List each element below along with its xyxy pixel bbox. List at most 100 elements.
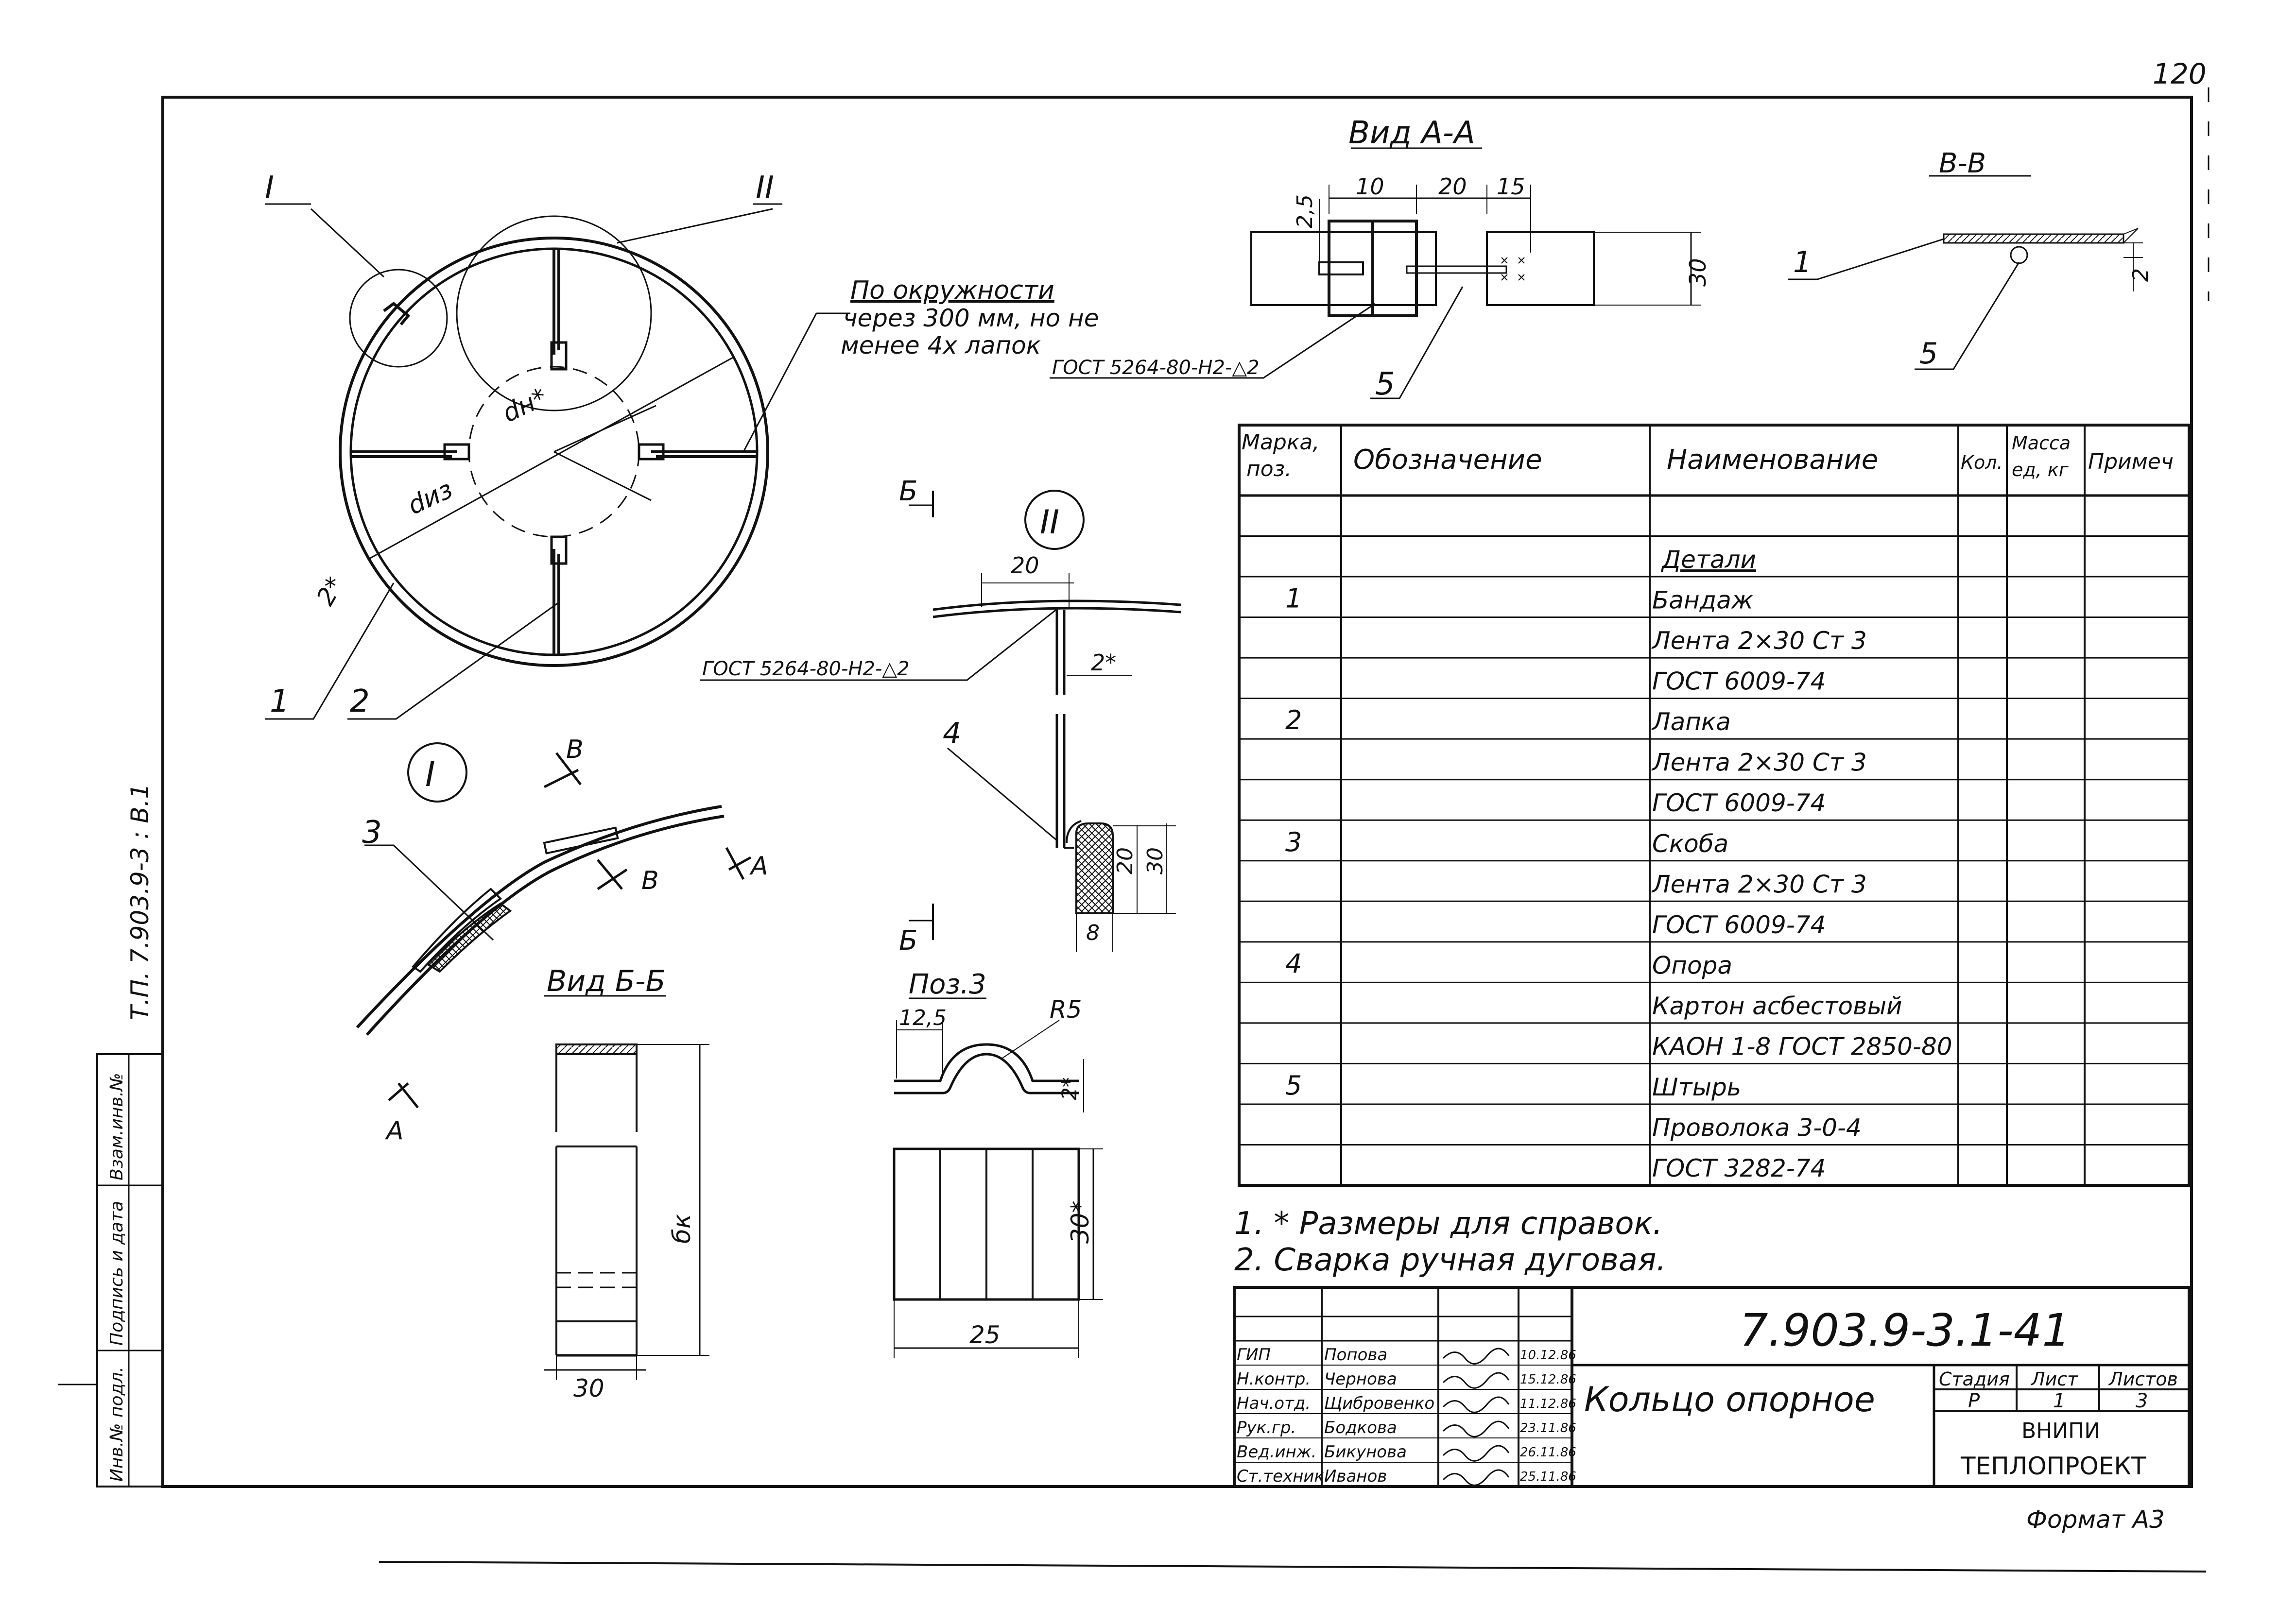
stage-label: Стадия: [1939, 1368, 2010, 1390]
weld-note-b: ГОСТ 5264-80-Н2-△2: [702, 658, 910, 680]
signer-role: Нач.отд.: [1237, 1394, 1311, 1413]
spec-row-name: Детали: [1661, 546, 1756, 574]
spec-row-pos: 2: [1285, 705, 1302, 735]
node-II-dim-20: 20: [1011, 552, 1039, 579]
spec-row-name: ГОСТ 6009-74: [1652, 789, 1826, 817]
vv-callout-1: 1: [1793, 245, 1812, 279]
node-II-dim-2star: 2*: [1091, 650, 1116, 676]
circle-note-2: через 300 мм, но не: [843, 304, 1099, 332]
ring-dim-2star: 2*: [311, 572, 349, 610]
view-aa-title: Вид А-А: [1348, 115, 1475, 151]
signer-name: Бодкова: [1324, 1418, 1397, 1437]
bb-dim-bk: бк: [668, 1214, 696, 1244]
org-name-1: ВНИПИ: [2021, 1419, 2100, 1443]
spec-row-name: Лента 2×30 Ст 3: [1651, 749, 1867, 777]
spec-header-qty: Кол.: [1961, 452, 2003, 473]
signer-name: Чернова: [1324, 1369, 1397, 1389]
signer-role: Н.контр.: [1237, 1369, 1311, 1389]
pos3-title: Поз.3: [909, 969, 986, 1000]
view-vv-title: В-В: [1939, 148, 1986, 179]
dn-label: dн*: [498, 383, 552, 428]
side-label-inv: Инв.№ подл.: [107, 1367, 127, 1482]
signer-role: Ст.техник: [1237, 1467, 1325, 1486]
spec-row-name: Лапка: [1651, 708, 1731, 736]
spec-row-name: Бандаж: [1652, 586, 1753, 615]
signature-mark: [1442, 1396, 1510, 1413]
signature-mark: [1442, 1469, 1510, 1486]
spec-row-name: Опора: [1652, 951, 1732, 979]
node-I-mark: I: [265, 170, 274, 206]
node-II-dim-20b: 20: [1113, 847, 1138, 874]
aa-dim-20: 20: [1438, 173, 1467, 200]
pos3-dim-25: 25: [969, 1321, 1001, 1349]
ring-callout-1: 1: [270, 684, 290, 719]
node-II-dim-30: 30: [1143, 847, 1168, 874]
spec-row-pos: 1: [1285, 583, 1302, 614]
node-I-label-B1: В: [566, 735, 584, 764]
spec-header-mark-2: поз.: [1246, 457, 1292, 481]
doc-code: 7.903.9-3.1-41: [1740, 1304, 2071, 1356]
view-aa: [1050, 147, 1701, 399]
spec-row-name: Лента 2×30 Ст 3: [1651, 627, 1867, 655]
node-II-title: II: [1040, 503, 1059, 542]
ring-main-view: [265, 203, 850, 720]
bb-dim-30: 30: [573, 1374, 604, 1402]
ring-callout-2: 2: [350, 684, 370, 719]
format-label: Формат А3: [2026, 1505, 2165, 1534]
sheets-value: 3: [2136, 1390, 2148, 1412]
pos3-dim-12-5: 12,5: [899, 1006, 947, 1030]
signer-role: ГИП: [1237, 1345, 1271, 1365]
vv-dim-2: 2: [2128, 268, 2153, 282]
view-bb: [544, 995, 709, 1380]
sheet-value: 1: [2053, 1390, 2065, 1412]
view-bb-title: Вид Б-Б: [547, 964, 666, 998]
signer-date: 15.12.86: [1520, 1372, 1576, 1387]
signature-mark: [1442, 1445, 1510, 1462]
node-I-detail: [356, 742, 752, 1109]
spec-table: [1238, 424, 2191, 1187]
spec-row-pos: 4: [1285, 948, 1302, 979]
note-2: 2. Сварка ручная дуговая.: [1234, 1242, 1666, 1278]
spec-header-name: Наименование: [1667, 444, 1878, 476]
signer-date: 26.11.86: [1520, 1445, 1576, 1460]
spec-row-pos: 3: [1285, 827, 1302, 857]
spec-row-name: Проволока 3-0-4: [1652, 1113, 1862, 1142]
aa-dim-15: 15: [1497, 173, 1525, 200]
node-I-callout-3: 3: [362, 815, 382, 851]
node-II-callout-4: 4: [943, 717, 961, 751]
signature-mark: [1442, 1348, 1510, 1365]
spec-row-name: Картон асбестовый: [1652, 992, 1902, 1020]
sheet-label: Лист: [2030, 1368, 2079, 1390]
spec-row-pos: 5: [1285, 1070, 1302, 1101]
aa-callout-5: 5: [1375, 366, 1395, 402]
node-II-detail: [700, 490, 1181, 952]
title-block-lines: [1234, 1365, 1572, 1463]
weld-note-a: ГОСТ 5264-80-Н2-△2: [1052, 357, 1260, 379]
signer-name: Иванов: [1324, 1467, 1387, 1486]
spec-row-name: Лента 2×30 Ст 3: [1651, 870, 1867, 898]
side-code: Т.П. 7.903.9-3 : В.1: [126, 784, 154, 1020]
spec-row-name: ГОСТ 6009-74: [1652, 911, 1826, 939]
spec-header-mass-2: ед, кг: [2012, 459, 2069, 480]
aa-dim-10: 10: [1356, 173, 1384, 200]
circle-note-3: менее 4x лапок: [841, 331, 1041, 359]
doc-title: Кольцо опорное: [1584, 1380, 1875, 1419]
signer-role: Рук.гр.: [1237, 1418, 1296, 1437]
signer-date: 11.12.86: [1520, 1397, 1576, 1411]
spec-header-note: Примеч: [2088, 449, 2174, 474]
node-II-mark: II: [756, 170, 774, 206]
side-label-replace: Взам.инв.№: [107, 1073, 127, 1180]
section-b-bottom: Б: [899, 925, 917, 957]
note-1: 1. * Размеры для справок.: [1234, 1206, 1663, 1242]
signature-mark: [1442, 1372, 1510, 1389]
pos3-detail: [893, 997, 1103, 1358]
pos3-dim-30star: 30*: [1066, 1200, 1094, 1244]
signer-name: Щибровенко: [1324, 1394, 1434, 1413]
view-vv: [1788, 175, 2143, 370]
pos3-dim-r5: R5: [1050, 995, 1082, 1024]
sheet-frame: [58, 87, 2210, 1573]
aa-dim-2-5: 2,5: [1293, 194, 1317, 228]
